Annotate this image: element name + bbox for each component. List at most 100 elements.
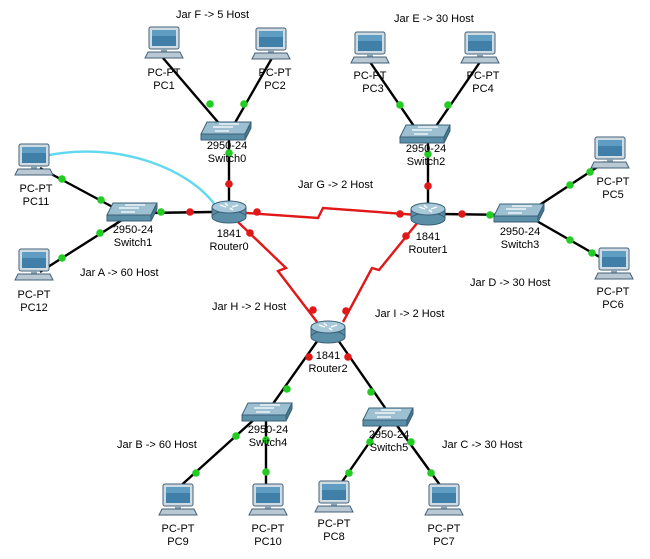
cable-router0-router1[interactable] (231, 206, 419, 220)
cable-pc2-switch0[interactable] (230, 57, 274, 129)
link-up-dot (588, 249, 596, 257)
pc-type-label: PC-PT (18, 289, 51, 301)
switch-model-label: 2950-24 (207, 140, 247, 152)
switch-name-label: Switch2 (407, 156, 446, 168)
cable-pc11-switch1[interactable] (39, 166, 123, 214)
pc-type-label: PC-PT (467, 70, 500, 82)
pc-name-label: PC9 (167, 536, 188, 548)
link-up-dot (566, 181, 574, 189)
pc-type-label: PC-PT (354, 70, 387, 82)
cable-switch4-pc9[interactable] (175, 415, 259, 491)
link-up-dot (444, 101, 452, 109)
network-label-g: Jar G -> 2 Host (298, 179, 373, 191)
cable-pc4-switch2[interactable] (431, 61, 481, 133)
cable-switch5-pc7[interactable] (392, 419, 446, 493)
switch-2[interactable]: 2950-24 Switch2 (399, 124, 451, 168)
link-up-dot (424, 150, 432, 158)
link-up-dot (192, 469, 200, 477)
router-0[interactable]: 1841 Router0 (209, 200, 249, 253)
pc-9[interactable]: PC-PT PC9 (158, 483, 198, 548)
pc-10[interactable]: PC-PT PC10 (248, 483, 288, 548)
pc-icon (251, 27, 291, 60)
pc-type-label: PC-PT (148, 67, 181, 79)
router-2[interactable]: 1841 Router2 (308, 320, 348, 375)
switch-icon (362, 407, 414, 427)
link-up-dot (586, 168, 594, 176)
switch-4[interactable]: 2950-24 Switch4 (241, 402, 293, 449)
router-model-label: 1841 (416, 231, 440, 243)
cable-router2-switch5[interactable] (337, 339, 389, 413)
network-label-d: Jar D -> 30 Host (470, 277, 550, 289)
pc-name-label: PC6 (602, 299, 623, 311)
pc-icon (14, 248, 54, 281)
pc-2[interactable]: PC-PT PC2 (251, 27, 292, 92)
pc-8[interactable]: PC-PT PC8 (314, 480, 354, 543)
router-1[interactable]: 1841 Router1 (408, 202, 448, 256)
cable-router0-router2[interactable] (237, 221, 318, 323)
network-label-h: Jar H -> 2 Host (212, 301, 286, 313)
router-model-label: 1841 (217, 228, 241, 240)
link-down-dot (246, 229, 254, 237)
switch-1[interactable]: 2950-24 Switch1 (106, 202, 158, 249)
cable-pc3-switch2[interactable] (369, 61, 419, 133)
pc-11[interactable]: PC-PT PC11 (14, 143, 54, 208)
link-up-dot (486, 211, 494, 219)
link-up-dot (283, 385, 291, 393)
serial-cables (231, 206, 419, 323)
link-up-dot (427, 469, 435, 477)
pc-name-label: PC7 (433, 536, 454, 548)
router-icon (310, 320, 346, 344)
switch-3[interactable]: 2950-24 Switch3 (493, 203, 545, 251)
switch-0[interactable]: 2950-24 Switch0 (200, 121, 252, 165)
cable-pc1-switch0[interactable] (162, 57, 224, 129)
link-up-dot (58, 175, 66, 183)
pc-name-label: PC11 (23, 196, 50, 208)
cable-pc12-switch1[interactable] (39, 218, 123, 274)
pc-name-label: PC4 (472, 83, 493, 95)
pc-icon (594, 247, 634, 280)
cable-switch1-router0[interactable] (144, 210, 213, 215)
cable-switch5-pc8[interactable] (334, 419, 386, 493)
cable-router2-switch4[interactable] (269, 339, 319, 409)
link-down-dot (186, 208, 194, 216)
pc-12[interactable]: PC-PT PC12 (14, 248, 54, 314)
pc-6[interactable]: PC-PT PC6 (594, 247, 634, 311)
pc-1[interactable]: PC-PT PC1 (144, 26, 184, 92)
pc-icon (350, 31, 390, 64)
pc-4[interactable]: PC-PT PC4 (460, 31, 500, 95)
pc-icon (590, 136, 630, 169)
link-up-dot (396, 101, 404, 109)
pc-type-label: PC-PT (318, 518, 351, 530)
link-up-dot (367, 388, 375, 396)
link-up-dot (97, 196, 105, 204)
pc-icon (158, 483, 198, 516)
network-label-f: Jar F -> 5 Host (176, 9, 249, 21)
pc-name-label: PC3 (362, 83, 383, 95)
pc-7[interactable]: PC-PT PC7 (424, 483, 464, 548)
pc-type-label: PC-PT (252, 523, 285, 535)
pc-type-label: PC-PT (597, 176, 630, 188)
pc-5[interactable]: PC-PT PC5 (590, 136, 630, 201)
switch-name-label: Switch1 (114, 237, 153, 249)
router-model-label: 1841 (316, 350, 340, 362)
pc-icon (460, 31, 500, 64)
switch-name-label: Switch0 (208, 153, 247, 165)
router-name-label: Router0 (209, 241, 248, 253)
link-up-dot (96, 229, 104, 237)
switch-icon (241, 402, 293, 422)
switch-name-label: Switch4 (249, 437, 288, 449)
switch-icon (493, 203, 545, 223)
switch-5[interactable]: 2950-24 Switch5 (362, 407, 414, 454)
pc-name-label: PC5 (602, 189, 623, 201)
link-up-dot (345, 469, 353, 477)
cable-pc11-router0-console[interactable] (43, 150, 216, 206)
switch-model-label: 2950-24 (369, 429, 409, 441)
pc-3[interactable]: PC-PT PC3 (350, 31, 390, 95)
router-icon (410, 202, 446, 226)
cable-router1-router2[interactable] (341, 221, 419, 323)
link-down-dot (458, 210, 466, 218)
network-label-c: Jar C -> 30 Host (442, 439, 522, 451)
link-up-dot (262, 468, 270, 476)
network-labels: Jar F -> 5 Host Jar E -> 30 Host Jar G -… (80, 9, 550, 451)
